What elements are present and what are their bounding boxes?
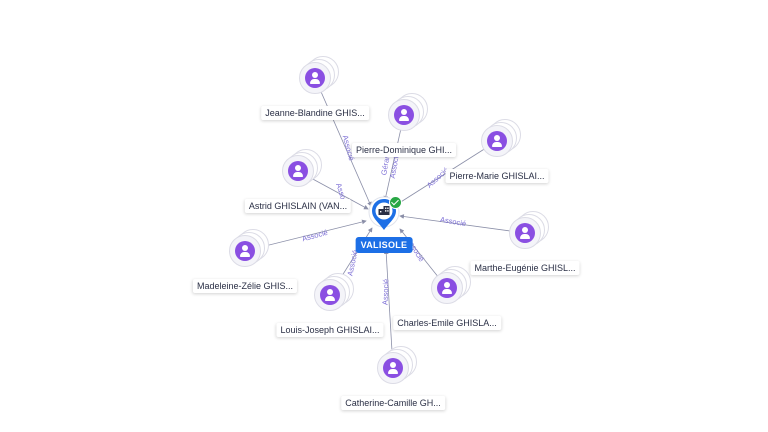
person-icon (394, 105, 414, 125)
person-icon (305, 68, 325, 88)
person-name: Jeanne-Blandine GHIS... (261, 106, 369, 120)
person-name: Pierre-Marie GHISLAI... (445, 169, 549, 183)
edge-role-label: Associé (345, 249, 359, 277)
person-icon (235, 241, 255, 261)
person-icon (515, 223, 535, 243)
edge-role-label: Associé (381, 279, 391, 306)
check-icon (389, 196, 402, 209)
person-icon (320, 285, 340, 305)
person-name: Pierre-Dominique GHI... (351, 143, 457, 157)
person-name: Astrid GHISLAIN (VAN... (244, 199, 352, 213)
company-label[interactable]: VALISOLE (355, 237, 413, 253)
building-icon (378, 206, 390, 215)
edge-line (314, 77, 372, 207)
edge-role-label: Associé (301, 228, 329, 243)
person-name: Catherine-Camille GH... (341, 396, 445, 410)
edge-role-label: GérantAssocié (379, 150, 401, 179)
person-name: Marthe-Eugénie GHISL... (470, 261, 580, 275)
person-icon (288, 161, 308, 181)
person-icon (383, 358, 403, 378)
person-icon (487, 131, 507, 151)
edge-role-label: Associé (439, 215, 466, 228)
person-name: Madeleine-Zélie GHIS... (192, 279, 298, 293)
person-icon (437, 278, 457, 298)
person-name: Louis-Joseph GHISLAI... (276, 323, 384, 337)
person-name: Charles-Emile GHISLA... (393, 316, 501, 330)
edge-line (399, 214, 526, 234)
